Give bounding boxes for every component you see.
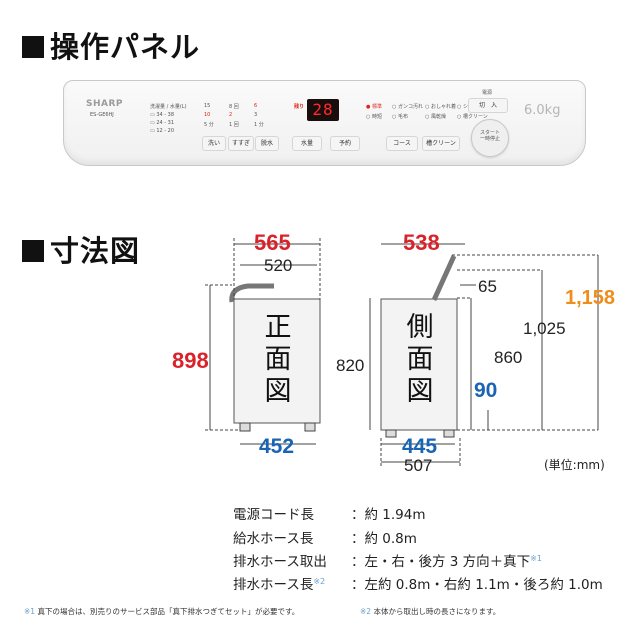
control-panel: SHARP ES-GE6HJ 洗濯量 / 水量(L) ▭ 34 - 38 ▭ 2… <box>63 80 586 166</box>
side-height-1158: 1,158 <box>565 287 616 309</box>
wash-time-15: 15 <box>204 103 211 109</box>
rinse-count-8: 8 回 <box>229 104 239 110</box>
water-header: 洗濯量 / 水量(L) <box>150 104 187 110</box>
capacity-label: 6.0kg <box>524 103 561 118</box>
front-base-452: 452 <box>259 435 295 458</box>
front-view-label: 正面図 <box>264 312 292 407</box>
spin-button[interactable]: 脱水 <box>255 136 279 151</box>
course-standard: ● 標準 <box>366 104 382 110</box>
front-width-520: 520 <box>264 256 293 275</box>
spec-drain-direction: 排水ホース取出：左・右・後方 3 方向＋真下※1 <box>233 554 542 570</box>
tub-clean-button[interactable]: 槽クリーン <box>422 136 460 151</box>
spec-drain-hose-length: 排水ホース長※2：左約 0.8m・右約 1.1m・後ろ約 1.0m <box>233 577 603 593</box>
course-tough: ○ ガンコ汚れ <box>392 104 423 110</box>
water-level-2: ▭ 24 - 31 <box>150 120 175 126</box>
side-clearance-90: 90 <box>474 379 498 402</box>
power-label: 電源 <box>482 90 493 96</box>
course-delicate: ○ おしゃれ着 <box>425 104 456 110</box>
wash-button[interactable]: 洗い <box>202 136 226 151</box>
brand-logo: SHARP <box>86 99 124 109</box>
side-offset-65: 65 <box>478 277 497 296</box>
water-level-button[interactable]: 水量 <box>292 136 322 151</box>
side-body <box>380 298 458 431</box>
front-hose <box>229 283 274 303</box>
model-number: ES-GE6HJ <box>90 112 114 118</box>
course-air-dry: ○ 風乾燥 <box>425 114 446 120</box>
water-level-1: ▭ 34 - 38 <box>150 112 175 118</box>
side-height-1025: 1,025 <box>523 319 566 338</box>
start-button[interactable]: スタート 一時停止 <box>471 119 509 157</box>
footnote-2: ※2 本体から取出し時の長さになります。 <box>360 607 501 616</box>
spin-time-6: 6 <box>254 103 258 109</box>
course-tub-clean: ○ 槽クリーン <box>457 114 488 120</box>
timer-button[interactable]: 予約 <box>330 136 360 151</box>
side-depth-538: 538 <box>403 230 440 255</box>
wash-time-5: 5 分 <box>204 122 214 128</box>
front-width-565: 565 <box>254 230 291 255</box>
water-level-3: ▭ 12 - 20 <box>150 128 175 134</box>
side-base-445: 445 <box>402 435 438 458</box>
side-height-820: 820 <box>336 356 365 375</box>
course-button[interactable]: コース <box>386 136 418 151</box>
side-view-label: 側面図 <box>406 312 434 407</box>
unit-label: (単位:mm) <box>544 458 605 472</box>
remaining-label: 残り <box>294 104 305 110</box>
time-display: 28 <box>307 99 339 121</box>
side-bottom-507: 507 <box>404 456 433 475</box>
spec-supply-hose: 給水ホース長：約 0.8m <box>233 531 417 547</box>
footnote-1: ※1 真下の場合は、別売りのサービス部品「真下排水つぎてセット」が必要です。 <box>24 607 300 616</box>
spec-power-cord: 電源コード長：約 1.94m <box>233 507 426 523</box>
rinse-count-1: 1 回 <box>229 122 239 128</box>
side-lid <box>431 254 457 302</box>
rinse-button[interactable]: すすぎ <box>228 136 254 151</box>
course-blanket: ○ 毛布 <box>392 114 408 120</box>
wash-time-10: 10 <box>204 112 211 118</box>
front-height-898: 898 <box>172 348 209 373</box>
course-quick: ○ 時短 <box>366 114 382 120</box>
panel-heading: 操作パネル <box>22 24 200 66</box>
spin-time-1: 1 分 <box>254 122 264 128</box>
rinse-count-2: 2 <box>229 112 233 118</box>
start-button-label: スタート 一時停止 <box>479 130 500 142</box>
side-height-860: 860 <box>494 348 523 367</box>
spin-time-3: 3 <box>254 112 258 118</box>
power-button[interactable]: 切 入 <box>468 98 508 113</box>
front-body <box>233 298 321 424</box>
dimensions-heading: 寸法図 <box>22 228 140 270</box>
